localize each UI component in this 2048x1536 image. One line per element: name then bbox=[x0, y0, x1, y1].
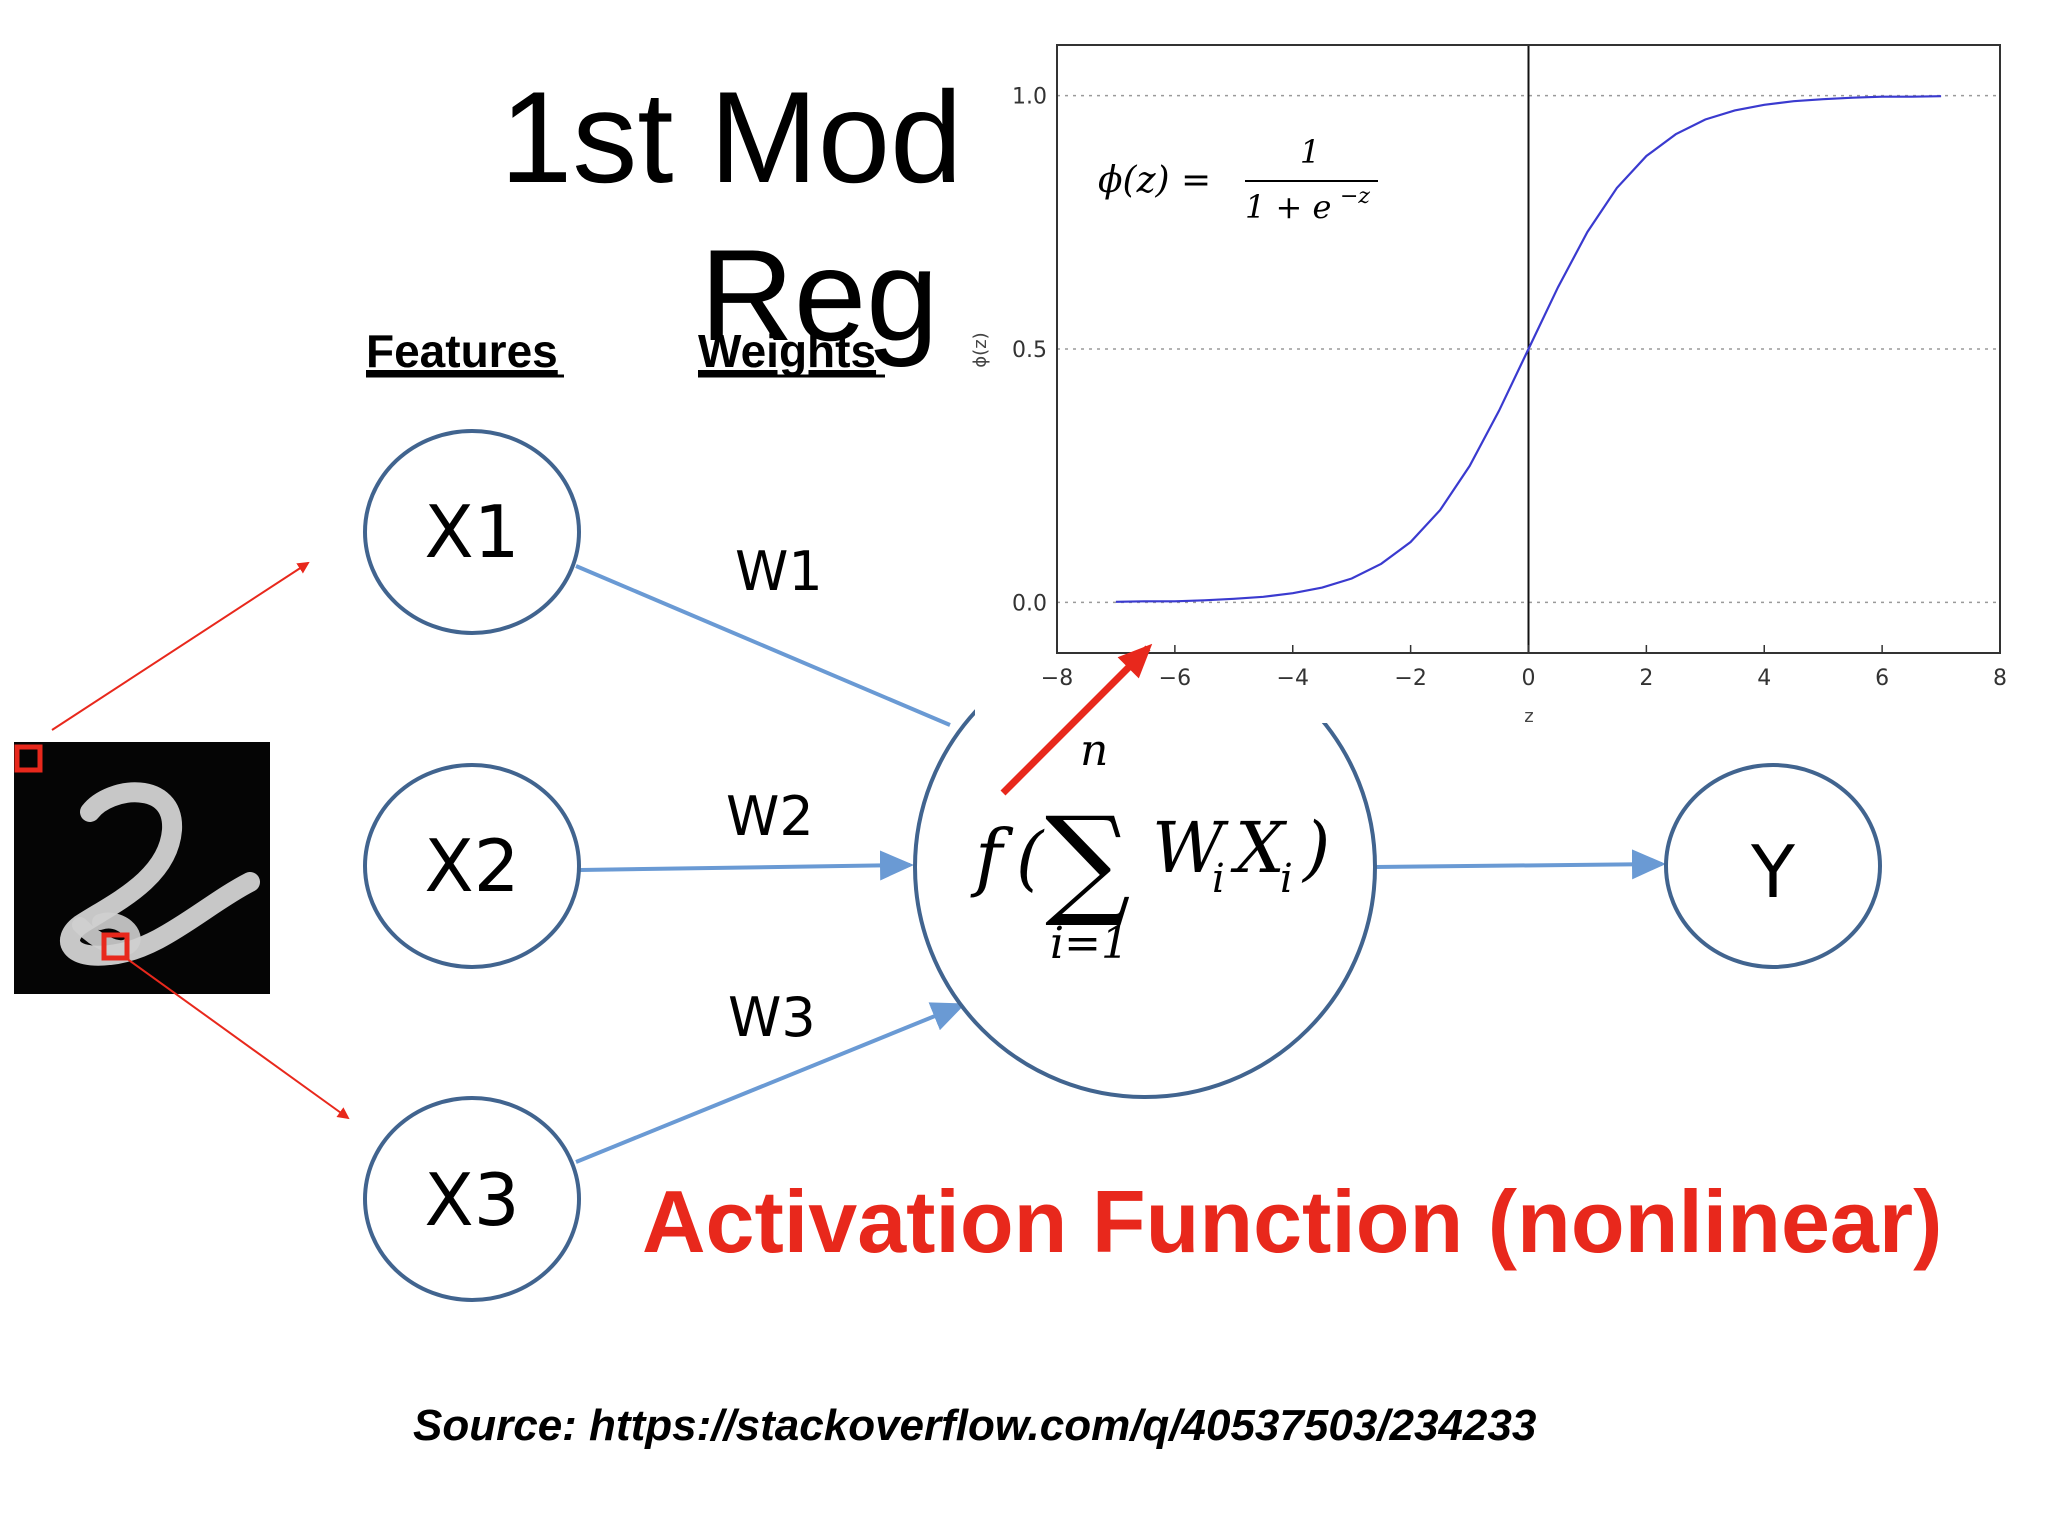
pixel-to-x1-arrow bbox=[51, 561, 310, 731]
activation-to-chart-arrow bbox=[1000, 643, 1153, 796]
node-x3: X3 bbox=[363, 1096, 581, 1302]
features-header: Features bbox=[366, 325, 558, 377]
digit-image bbox=[14, 742, 270, 994]
node-x3-label: X3 bbox=[424, 1158, 519, 1242]
formula-upper-limit: n bbox=[1080, 725, 1108, 776]
edge-neuron-y bbox=[1374, 849, 1666, 880]
x-tick-label-4: 0 bbox=[1522, 666, 1536, 691]
x-tick-label-6: 4 bbox=[1757, 666, 1771, 691]
node-x2: X2 bbox=[363, 763, 581, 969]
pixel-box-bottom bbox=[101, 932, 130, 961]
node-x1-circle bbox=[363, 429, 581, 635]
chart-formula: ϕ(z) = 1 1 + e −z bbox=[1098, 133, 1378, 226]
x-tick-label-5: 2 bbox=[1639, 666, 1653, 691]
formula-lhs: ϕ(z) = bbox=[1098, 160, 1211, 201]
y-tick-label-2: 1.0 bbox=[1012, 85, 1047, 110]
formula-lower-limit: i=1 bbox=[1050, 918, 1129, 969]
x-tick-label-8: 8 bbox=[1993, 666, 2007, 691]
edge-x2-neuron bbox=[579, 850, 914, 881]
x-tick-label-7: 6 bbox=[1875, 666, 1889, 691]
digit-loop bbox=[72, 912, 141, 957]
formula-sigma: ∑ bbox=[1045, 792, 1131, 931]
node-x1: X1 bbox=[363, 429, 581, 635]
node-x3-circle bbox=[363, 1096, 581, 1302]
sigmoid-curve bbox=[1115, 95, 1942, 603]
formula-denominator: 1 + e bbox=[1245, 188, 1331, 226]
node-x2-circle bbox=[363, 763, 581, 969]
edge-x3-neuron bbox=[575, 1002, 966, 1164]
chart-xlabel: z bbox=[1524, 706, 1533, 727]
node-x1-label: X1 bbox=[424, 490, 519, 574]
y-tick-label-0: 0.0 bbox=[1012, 591, 1047, 616]
x-tick-label-0: −8 bbox=[1041, 666, 1073, 691]
source-citation: Source: https://stackoverflow.com/q/4053… bbox=[413, 1401, 1536, 1450]
activation-caption: Activation Function (nonlinear) bbox=[642, 1172, 1942, 1271]
x-tick-label-1: −6 bbox=[1159, 666, 1191, 691]
node-y: Y bbox=[1664, 763, 1882, 969]
title-line-1: 1st Mod bbox=[500, 64, 962, 210]
title-line-2: Reg bbox=[700, 222, 938, 368]
chart-ticks: 0.0 0.5 1.0 −8 −6 −4 −2 0 2 4 6 8 bbox=[1012, 85, 2007, 691]
chart-panel bbox=[975, 38, 2048, 723]
node-y-label: Y bbox=[1750, 830, 1796, 914]
pixel-box-top bbox=[14, 744, 43, 773]
formula-exponent: −z bbox=[1340, 184, 1370, 209]
formula-x: X bbox=[1230, 807, 1288, 889]
formula-w: W bbox=[1152, 807, 1229, 889]
sigmoid-chart: 0.0 0.5 1.0 −8 −6 −4 −2 0 2 4 6 8 z ϕ(z) ϕ(z) = 1 1… bbox=[970, 38, 2048, 727]
x-tick-label-2: −4 bbox=[1277, 666, 1309, 691]
x-tick-label-3: −2 bbox=[1394, 666, 1426, 691]
edge-x1-neuron bbox=[575, 564, 951, 727]
node-x2-label: X2 bbox=[424, 824, 519, 908]
formula-w-sub: i bbox=[1212, 856, 1225, 902]
formula-close-paren: ) bbox=[1301, 807, 1330, 889]
formula-x-sub: i bbox=[1280, 856, 1293, 902]
y-tick-label-1: 0.5 bbox=[1012, 338, 1047, 363]
weight-w3: W3 bbox=[728, 986, 816, 1049]
formula-numerator: 1 bbox=[1300, 133, 1320, 171]
weight-w1: W1 bbox=[735, 540, 823, 603]
formula-open-paren: ( bbox=[1016, 817, 1045, 899]
node-y-circle bbox=[1664, 763, 1882, 969]
pixel-to-x3-arrow bbox=[125, 957, 350, 1120]
chart-ylabel: ϕ(z) bbox=[970, 332, 991, 367]
weights-header: Weights bbox=[698, 325, 876, 377]
neuron: f ( ∑ n i=1 W i X i ) bbox=[913, 635, 1377, 1099]
weight-w2: W2 bbox=[726, 785, 814, 848]
